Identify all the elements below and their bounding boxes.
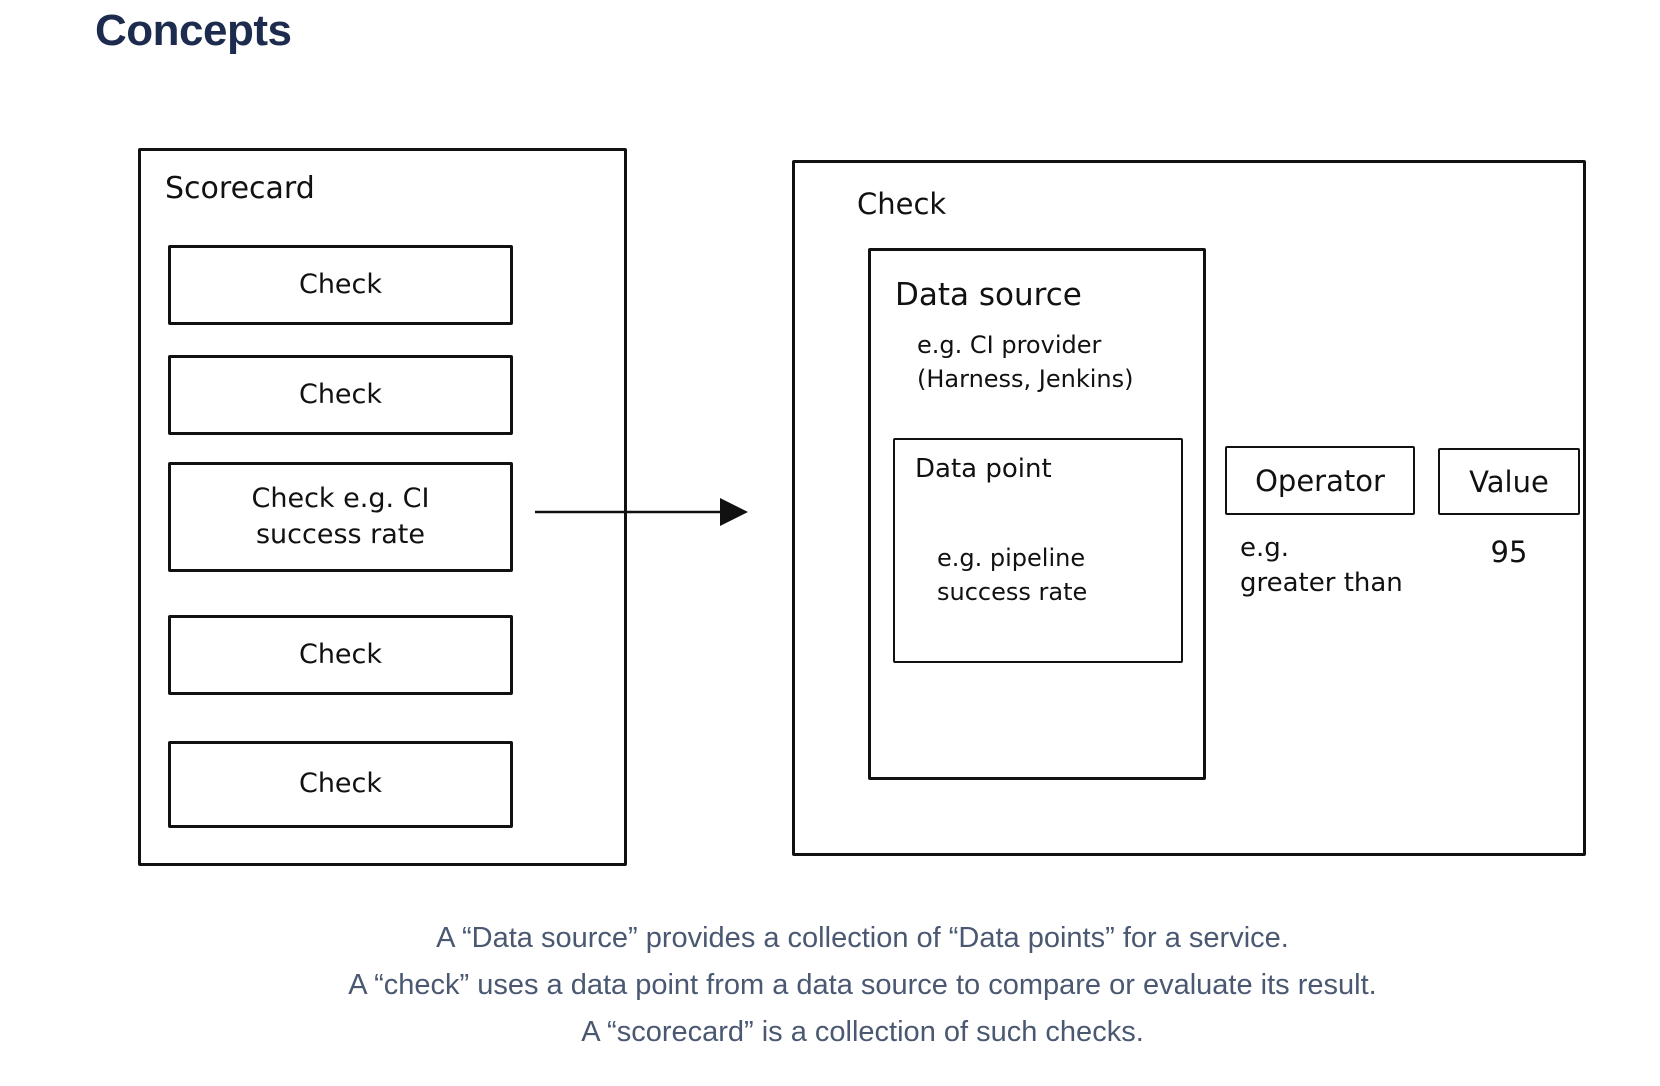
- operator-label: Operator: [1255, 463, 1385, 498]
- caption-line-2: A “check” uses a data point from a data …: [348, 969, 1377, 1001]
- scorecard-label: Scorecard: [165, 171, 315, 206]
- scorecard-check-1: Check: [168, 245, 513, 325]
- operator-box: Operator: [1225, 446, 1415, 515]
- data-source-title: Data source: [895, 277, 1082, 313]
- data-point-box: Data point e.g. pipeline success rate: [893, 438, 1183, 663]
- scorecard-check-1-label: Check: [298, 268, 383, 300]
- data-point-example: e.g. pipeline success rate: [937, 544, 1088, 606]
- scorecard-box: Scorecard Check Check Check e.g. CI succ…: [138, 148, 627, 866]
- page-title: Concepts: [95, 6, 292, 55]
- scorecard-check-2-label: Check: [298, 378, 383, 410]
- scorecard-check-5: Check: [168, 741, 513, 828]
- scorecard-check-2: Check: [168, 355, 513, 435]
- value-example: 95: [1490, 535, 1528, 569]
- check-detail-box: Check Data source e.g. CI provider (Harn…: [792, 160, 1586, 856]
- scorecard-check-3-label: Check e.g. CI success rate: [251, 482, 430, 550]
- scorecard-check-5-label: Check: [298, 768, 383, 800]
- scorecard-check-3: Check e.g. CI success rate: [168, 462, 513, 572]
- operator-example: e.g. greater than: [1240, 533, 1403, 599]
- scorecard-check-4-label: Check: [298, 638, 383, 670]
- caption: A “Data source” provides a collection of…: [140, 915, 1585, 1056]
- arrow-right-icon: [535, 498, 748, 526]
- data-source-box: Data source e.g. CI provider (Harness, J…: [868, 248, 1206, 780]
- arrow-head: [720, 498, 748, 526]
- caption-line-1: A “Data source” provides a collection of…: [436, 922, 1289, 954]
- check-detail-label: Check: [857, 187, 947, 221]
- value-label: Value: [1469, 464, 1549, 499]
- value-box: Value: [1438, 448, 1580, 515]
- caption-line-3: A “scorecard” is a collection of such ch…: [581, 1016, 1144, 1048]
- scorecard-check-4: Check: [168, 615, 513, 695]
- data-source-example: e.g. CI provider (Harness, Jenkins): [917, 331, 1134, 393]
- data-point-title: Data point: [915, 454, 1052, 484]
